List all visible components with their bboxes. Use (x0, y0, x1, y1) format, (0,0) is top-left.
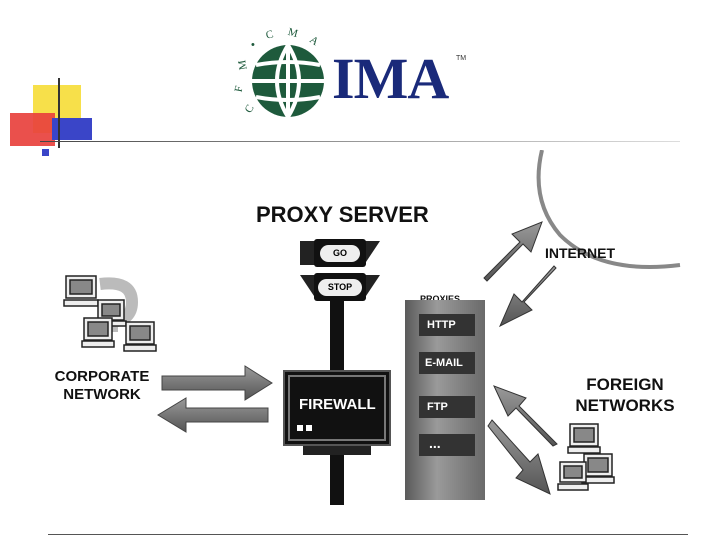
corner-decoration (0, 0, 720, 160)
corporate-network-label: CORPORATE NETWORK (50, 368, 154, 404)
firewall-base (303, 446, 371, 455)
proxy-slot-ftp (419, 396, 475, 418)
arrow-to-internet (483, 221, 543, 282)
deco-blue-dot (42, 149, 49, 156)
internet-label: INTERNET (545, 245, 615, 261)
stop-light (318, 279, 362, 296)
corporate-label-line: CORPORATE (54, 368, 150, 385)
firewall-label: FIREWALL (299, 396, 376, 413)
stop-label: STOP (327, 282, 353, 292)
foreign-computers-icon (557, 423, 615, 491)
proxies-title: PROXIES (420, 289, 460, 307)
proxy-server-tower: HTTP E-MAIL FTP ... (405, 300, 485, 500)
firewall-screen (283, 370, 391, 446)
header-divider (40, 141, 680, 142)
proxy-slot-more (419, 434, 475, 456)
logo-wordmark: IMA (332, 46, 449, 111)
firewall-monitor: FIREWALL (283, 370, 391, 456)
corporate-computers-icon (63, 275, 157, 352)
arrow-from-foreign (493, 385, 558, 447)
go-label: GO (332, 248, 347, 258)
proxy-slot-http (419, 314, 475, 336)
globe-icon (252, 43, 324, 119)
arrow-right-to-firewall (161, 365, 273, 401)
arrow-left-to-corporate (157, 397, 269, 433)
deco-blue-square (52, 118, 92, 140)
proxy-label-email: E-MAIL (425, 357, 463, 369)
proxy-label-more: ... (429, 435, 441, 451)
foreign-label-line: FOREIGN (586, 375, 664, 394)
deco-red-square (10, 113, 55, 146)
foreign-networks-label: FOREIGN NETWORKS (570, 374, 680, 416)
deco-vertical-line (58, 78, 60, 148)
proxy-slot-email (419, 352, 475, 374)
logo-ring-dot: • (251, 39, 255, 51)
internet-cloud-arc (536, 150, 681, 269)
arrow-to-foreign (487, 419, 551, 495)
firewall-indicator (306, 425, 312, 431)
ima-logo: C F M • C M A IMA TM (230, 25, 480, 125)
diagram-title: PROXY SERVER (256, 202, 429, 227)
foreign-label-line: NETWORKS (575, 396, 675, 415)
firewall-indicator (297, 425, 303, 431)
proxies-title-text: PROXIES (420, 294, 461, 304)
proxy-label-ftp: FTP (427, 401, 448, 413)
corporate-label-line: NETWORK (63, 386, 141, 403)
footer-divider (48, 534, 688, 535)
arrow-from-internet (498, 265, 557, 328)
proxy-label-http: HTTP (427, 319, 456, 331)
go-light (320, 245, 360, 262)
logo-trademark: TM (456, 55, 467, 62)
